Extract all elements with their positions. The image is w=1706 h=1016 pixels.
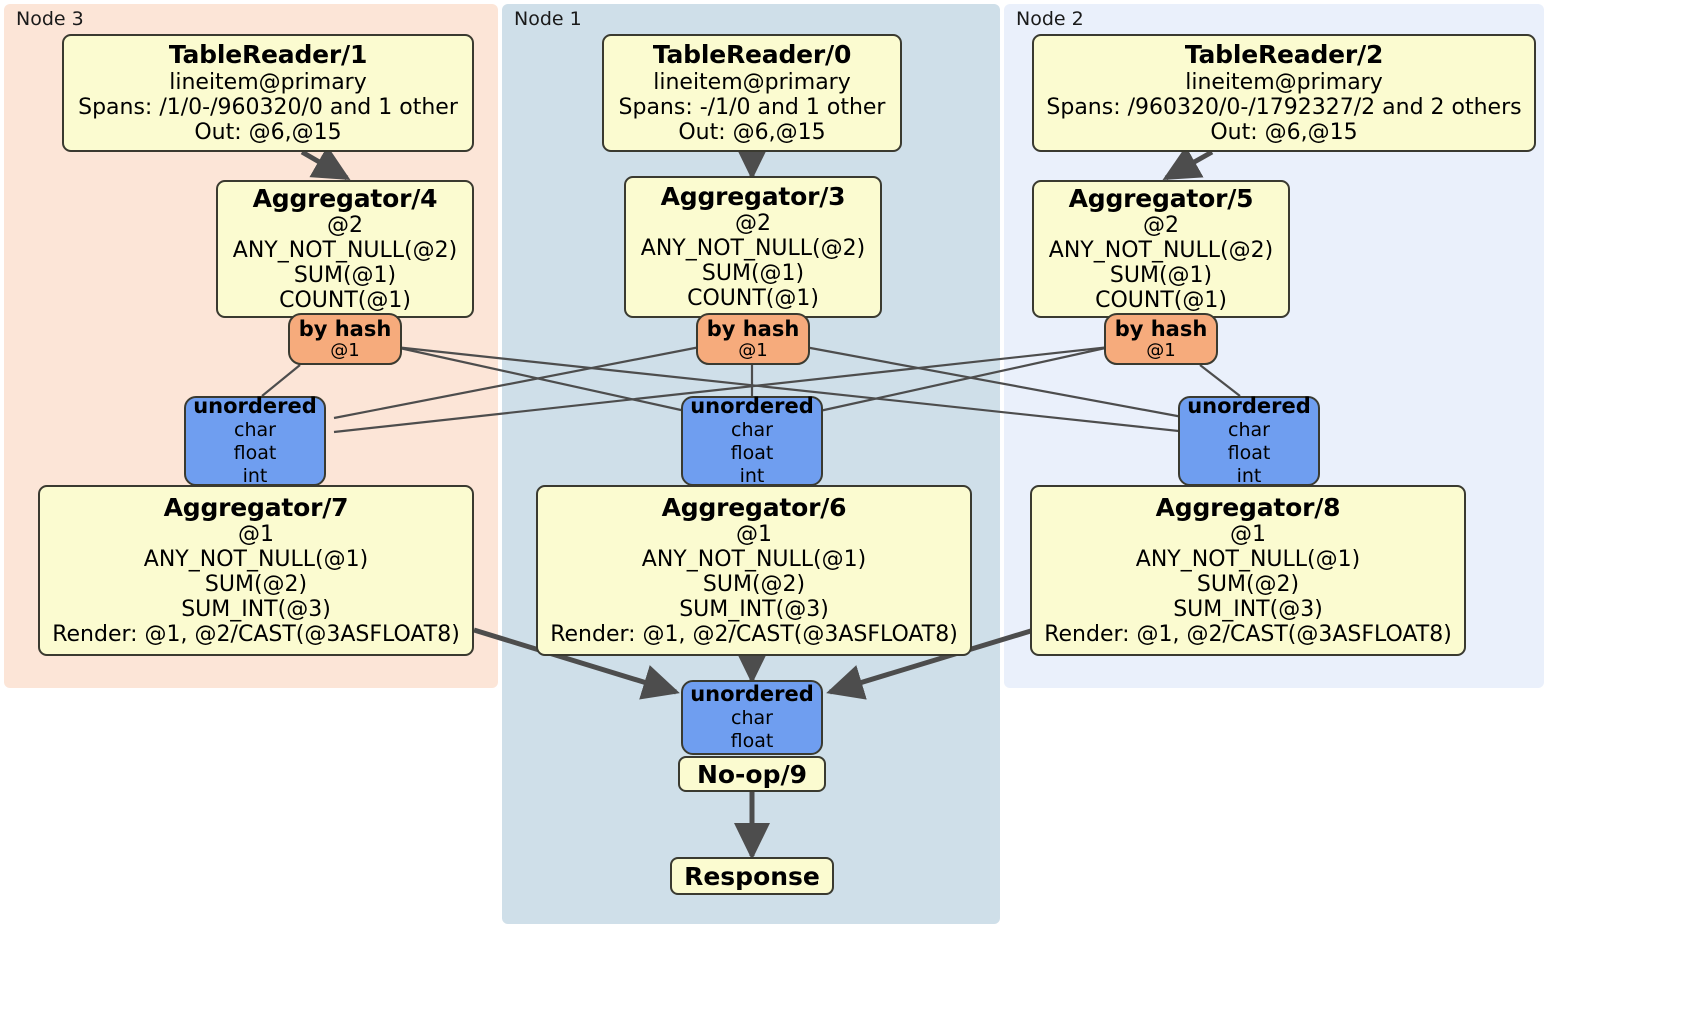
- box-line: ANY_NOT_NULL(@1): [143, 547, 369, 573]
- box-line: SUM(@1): [1109, 263, 1213, 289]
- box-line: lineitem@primary: [653, 69, 851, 95]
- node-panel-label-node2: Node 2: [1016, 8, 1084, 30]
- sync-title: unordered: [1187, 394, 1311, 419]
- sync-type: char: [234, 419, 276, 442]
- node-panel-label-node1: Node 1: [514, 8, 582, 30]
- box-aggregator-4[interactable]: Aggregator/4 @2 ANY_NOT_NULL(@2) SUM(@1)…: [216, 180, 474, 318]
- box-line: SUM_INT(@3): [181, 597, 331, 623]
- sync-type: int: [739, 465, 765, 487]
- box-line: SUM(@2): [1196, 572, 1300, 598]
- router-by-hash-center[interactable]: by hash @1: [696, 313, 810, 365]
- box-title: Aggregator/7: [163, 492, 349, 522]
- router-by-hash-right[interactable]: by hash @1: [1104, 313, 1218, 365]
- box-line: Render: @1, @2/CAST(@3ASFLOAT8): [550, 622, 958, 648]
- box-line: COUNT(@1): [687, 286, 819, 312]
- box-title: Aggregator/4: [252, 183, 438, 213]
- box-response[interactable]: Response: [670, 857, 834, 895]
- router-title: by hash: [298, 316, 392, 341]
- box-aggregator-8[interactable]: Aggregator/8 @1 ANY_NOT_NULL(@1) SUM(@2)…: [1030, 485, 1466, 656]
- box-no-op-9[interactable]: No-op/9: [678, 756, 826, 792]
- box-line: Spans: -/1/0 and 1 other: [618, 94, 886, 120]
- router-sub: @1: [738, 339, 768, 361]
- box-tablereader-0[interactable]: TableReader/0 lineitem@primary Spans: -/…: [602, 34, 902, 152]
- sync-unordered-right[interactable]: unordered char float int: [1178, 394, 1320, 487]
- box-line: COUNT(@1): [1095, 288, 1227, 314]
- box-line: @1: [238, 522, 274, 548]
- box-line: @2: [1143, 213, 1179, 239]
- router-title: by hash: [1114, 316, 1208, 341]
- sync-title: unordered: [690, 682, 814, 707]
- sync-type: char: [1228, 419, 1270, 442]
- box-title: Aggregator/8: [1155, 492, 1341, 522]
- box-title: Aggregator/6: [661, 492, 847, 522]
- box-line: Out: @6,@15: [678, 119, 826, 145]
- edge-aggregator-to-final-unordered: [473, 627, 1035, 700]
- sync-type: float: [1227, 442, 1271, 465]
- box-aggregator-5[interactable]: Aggregator/5 @2 ANY_NOT_NULL(@2) SUM(@1)…: [1032, 180, 1290, 318]
- box-tablereader-1[interactable]: TableReader/1 lineitem@primary Spans: /1…: [62, 34, 474, 152]
- box-line: COUNT(@1): [279, 288, 411, 314]
- box-line: Spans: /960320/0-/1792327/2 and 2 others: [1046, 94, 1522, 120]
- box-line: lineitem@primary: [1185, 69, 1383, 95]
- sync-unordered-center[interactable]: unordered char float int: [681, 394, 823, 487]
- sync-type: char: [731, 707, 773, 730]
- box-line: SUM_INT(@3): [679, 597, 829, 623]
- router-sub: @1: [330, 339, 360, 361]
- box-line: @2: [327, 213, 363, 239]
- box-line: Render: @1, @2/CAST(@3ASFLOAT8): [1044, 622, 1452, 648]
- box-line: ANY_NOT_NULL(@2): [640, 236, 866, 262]
- sync-unordered-final[interactable]: unordered char float: [681, 680, 823, 755]
- box-line: @1: [1230, 522, 1266, 548]
- box-aggregator-7[interactable]: Aggregator/7 @1 ANY_NOT_NULL(@1) SUM(@2)…: [38, 485, 474, 656]
- box-title: TableReader/2: [1184, 40, 1384, 70]
- box-line: SUM(@1): [293, 263, 397, 289]
- box-aggregator-3[interactable]: Aggregator/3 @2 ANY_NOT_NULL(@2) SUM(@1)…: [624, 176, 882, 318]
- box-line: SUM(@2): [204, 572, 308, 598]
- box-line: ANY_NOT_NULL(@1): [1135, 547, 1361, 573]
- sync-title: unordered: [690, 394, 814, 419]
- box-tablereader-2[interactable]: TableReader/2 lineitem@primary Spans: /9…: [1032, 34, 1536, 152]
- box-line: Render: @1, @2/CAST(@3ASFLOAT8): [52, 622, 460, 648]
- box-line: Out: @6,@15: [194, 119, 342, 145]
- edge-byhash-to-unordered: [261, 345, 1241, 434]
- sync-type: int: [242, 465, 268, 487]
- sync-type: float: [233, 442, 277, 465]
- box-line: ANY_NOT_NULL(@2): [232, 238, 458, 264]
- router-by-hash-left[interactable]: by hash @1: [288, 313, 402, 365]
- router-title: by hash: [706, 316, 800, 341]
- box-line: @1: [736, 522, 772, 548]
- box-aggregator-6[interactable]: Aggregator/6 @1 ANY_NOT_NULL(@1) SUM(@2)…: [536, 485, 972, 656]
- box-line: SUM_INT(@3): [1173, 597, 1323, 623]
- box-line: ANY_NOT_NULL(@2): [1048, 238, 1274, 264]
- box-line: Out: @6,@15: [1210, 119, 1358, 145]
- box-line: SUM(@1): [701, 261, 805, 287]
- sync-type: float: [730, 442, 774, 465]
- sync-title: unordered: [193, 394, 317, 419]
- box-title: Aggregator/3: [660, 181, 846, 211]
- edge-tablereader-to-aggregator: [300, 143, 1214, 181]
- sync-type: float: [730, 730, 774, 753]
- box-title: Aggregator/5: [1068, 183, 1254, 213]
- router-sub: @1: [1146, 339, 1176, 361]
- box-line: ANY_NOT_NULL(@1): [641, 547, 867, 573]
- sync-type: char: [731, 419, 773, 442]
- sync-type: int: [1236, 465, 1262, 487]
- box-title: TableReader/1: [168, 40, 368, 70]
- box-line: Spans: /1/0-/960320/0 and 1 other: [78, 94, 458, 120]
- box-line: lineitem@primary: [169, 69, 367, 95]
- node-panel-label-node3: Node 3: [16, 8, 84, 30]
- sync-unordered-left[interactable]: unordered char float int: [184, 394, 326, 487]
- box-title: TableReader/0: [652, 40, 852, 70]
- box-line: @2: [735, 211, 771, 237]
- box-line: SUM(@2): [702, 572, 806, 598]
